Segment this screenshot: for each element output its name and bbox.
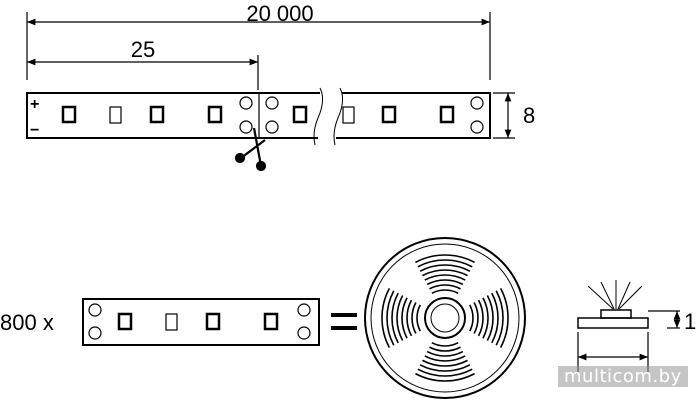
reel-winding <box>429 346 461 352</box>
watermark: multicom.by <box>558 366 688 387</box>
reel-winding <box>424 355 466 362</box>
reel-winding <box>417 368 473 377</box>
plus-label: + <box>30 96 39 113</box>
reel-winding <box>426 279 464 286</box>
reel-winding <box>495 290 504 346</box>
reel-winding <box>415 372 475 382</box>
reel-winding <box>477 299 484 337</box>
reel-winding <box>469 304 474 332</box>
strip-width-label: 8 <box>523 103 535 128</box>
reel-winding <box>416 304 421 332</box>
reel-winding <box>396 295 404 341</box>
reel-winding <box>431 342 459 347</box>
multiplier-label: 800 x <box>0 310 54 335</box>
reel-winding <box>422 359 468 367</box>
reel-winding <box>499 288 509 348</box>
reel-winding <box>486 295 494 341</box>
reel-winding <box>406 299 413 337</box>
reel-icon <box>364 237 526 399</box>
led-strip-top <box>26 87 491 146</box>
reel-winding <box>491 292 499 344</box>
reel-winding <box>419 264 471 272</box>
reel-winding <box>386 290 395 346</box>
reel-winding <box>426 350 464 357</box>
reel-winding <box>422 269 468 277</box>
led-side-view <box>577 280 681 372</box>
total-length-dimension <box>26 12 491 80</box>
width-dimension <box>493 92 515 139</box>
reel-winding <box>411 302 417 334</box>
reel-winding <box>391 292 399 344</box>
reel-winding <box>473 302 479 334</box>
reel-winding <box>429 284 461 290</box>
reel-winding <box>417 259 473 268</box>
segment-length-dimension <box>27 55 259 90</box>
reel-winding <box>431 289 459 294</box>
reel-winding <box>419 364 471 372</box>
reel-winding <box>381 288 391 348</box>
led-strip-segment <box>82 298 320 346</box>
equals-sign <box>331 313 357 330</box>
segment-length-label: 25 <box>131 37 155 62</box>
reel-winding <box>415 254 475 264</box>
minus-label: − <box>30 122 39 139</box>
reel-winding <box>401 297 408 339</box>
total-length-label: 20 000 <box>246 1 313 26</box>
scissors-icon <box>234 127 267 172</box>
led-height-label: 1 <box>684 309 696 334</box>
reel-winding <box>482 297 489 339</box>
reel-winding <box>424 274 466 281</box>
